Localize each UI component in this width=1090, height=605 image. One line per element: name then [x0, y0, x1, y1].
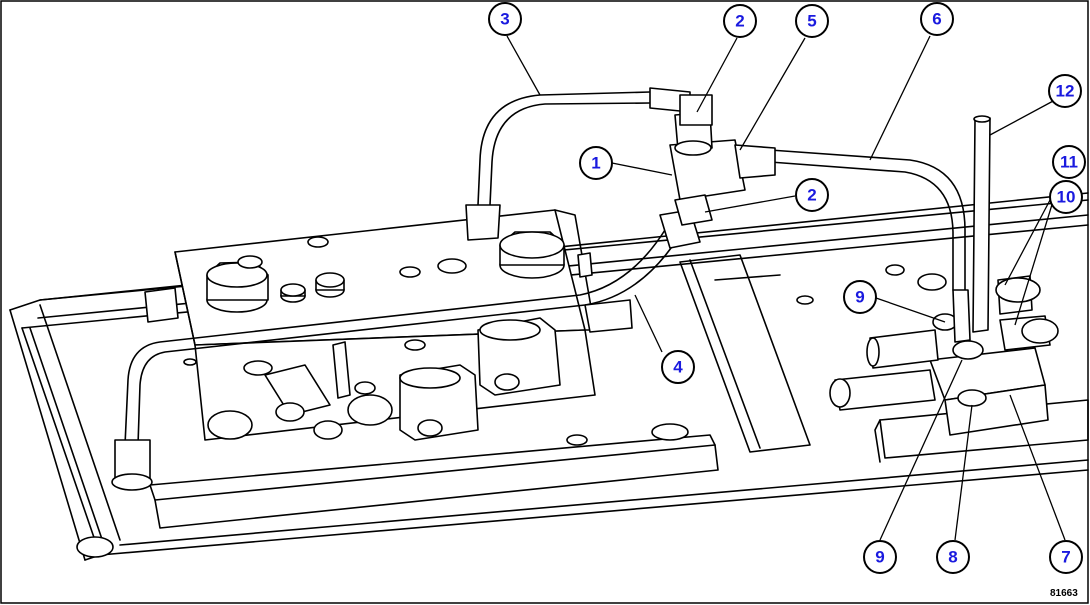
tube-4: [111, 209, 701, 491]
callout-9-lower-label: 9: [875, 548, 884, 567]
callout-5-label: 5: [807, 12, 816, 31]
callout-8-label: 8: [948, 548, 957, 567]
callout-4: 4: [661, 350, 695, 384]
callout-9-upper-label: 9: [855, 288, 864, 307]
callout-10: 10: [1049, 180, 1083, 214]
right-manifold: [829, 273, 1059, 436]
figure-number: 81663: [1050, 588, 1078, 599]
callout-4-label: 4: [673, 358, 683, 377]
callout-3: 3: [488, 2, 522, 36]
callout-2-top-label: 2: [735, 12, 744, 31]
rod-12: [972, 115, 991, 333]
tube-3: [465, 87, 691, 241]
callout-7-label: 7: [1061, 548, 1070, 567]
solenoid-lower: [399, 364, 479, 441]
callout-2-mid: 2: [795, 178, 829, 212]
callout-11: 11: [1052, 145, 1086, 179]
callout-6: 6: [920, 2, 954, 36]
main-valve-block: [144, 209, 689, 446]
callout-7: 7: [1049, 540, 1083, 574]
plug-large-left: [206, 261, 269, 313]
mounting-frame: [9, 192, 1089, 561]
plate-holes: [183, 264, 905, 366]
callout-2-mid-label: 2: [807, 186, 816, 205]
callout-5: 5: [795, 4, 829, 38]
callout-6-label: 6: [932, 10, 941, 29]
tube-6: [769, 149, 966, 291]
callout-2-top: 2: [723, 4, 757, 38]
callout-3-label: 3: [500, 10, 509, 29]
callout-12: 12: [1048, 74, 1082, 108]
callout-9-upper: 9: [843, 280, 877, 314]
callout-9-lower: 9: [863, 540, 897, 574]
leader-lines: [506, 35, 1066, 541]
callout-1-label: 1: [591, 154, 600, 173]
callout-8: 8: [936, 540, 970, 574]
solenoid-upper: [477, 317, 561, 396]
callout-11-label: 11: [1060, 153, 1078, 172]
callout-10-label: 10: [1057, 188, 1076, 207]
callout-1: 1: [579, 146, 613, 180]
tee-fitting-1: [669, 94, 776, 226]
plug-large-right: [499, 231, 565, 279]
callout-12-label: 12: [1056, 82, 1075, 101]
